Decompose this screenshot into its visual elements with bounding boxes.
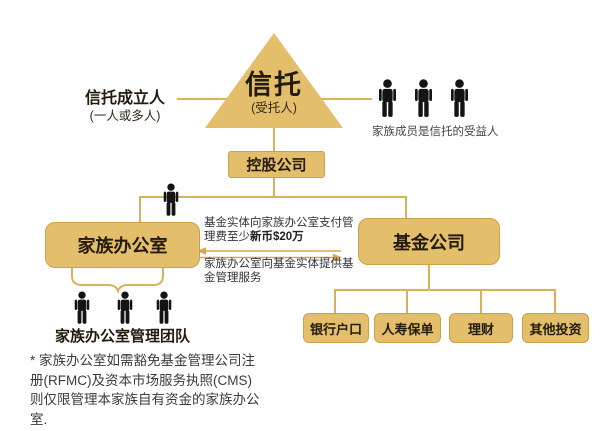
beneficiary-person-icon (449, 79, 470, 117)
trust-triangle (205, 33, 343, 128)
trust-title: 信托 (245, 70, 303, 100)
investment-box-bank-account: 银行户口 (303, 313, 369, 343)
management-team-label: 家族办公室管理团队 (54, 328, 190, 345)
investment-box-other-investments: 其他投资 (522, 313, 589, 343)
settlor-subtitle: (一人或多人) (89, 109, 161, 123)
family-office-box: 家族办公室 (45, 222, 200, 268)
holding-company-box: 控股公司 (228, 151, 325, 178)
trustee-subtitle: (受托人) (251, 101, 297, 115)
management-service-note: 家族办公室向基金实体提供基金管理服务 (204, 258, 354, 284)
management-fee-note: 基金实体向家族办公室支付管理费至少新币$20万 (204, 217, 356, 244)
settlor-title: 信托成立人 (84, 90, 165, 107)
team-person-icon (73, 291, 91, 324)
team-person-icon (116, 291, 134, 324)
management-fee-amount: 新币$20万 (250, 230, 304, 243)
beneficiaries-caption: 家族成员是信托的受益人 (372, 126, 499, 138)
footnote: * 家族办公室如需豁免基金管理公司注册(RFMC)及资本市场服务执照(CMS)则… (30, 353, 260, 427)
team-person-icon (155, 291, 173, 324)
beneficiary-person-icon (377, 79, 398, 117)
investment-box-wealth-management: 理财 (449, 313, 513, 343)
fee-arrow-left (197, 247, 341, 255)
fund-company-box: 基金公司 (358, 218, 500, 265)
beneficiary-person-icon (413, 79, 434, 117)
management-fee-text: 基金实体向家族办公室支付管理费至少 (204, 217, 354, 243)
fund-company-label: 基金公司 (393, 232, 465, 253)
holding-company-label: 控股公司 (246, 157, 307, 174)
investment-box-life-policy: 人寿保单 (374, 313, 441, 343)
service-arrow-right (198, 253, 342, 262)
brace (71, 268, 164, 295)
family-office-person-icon (162, 183, 180, 216)
family-office-label: 家族办公室 (77, 236, 168, 256)
